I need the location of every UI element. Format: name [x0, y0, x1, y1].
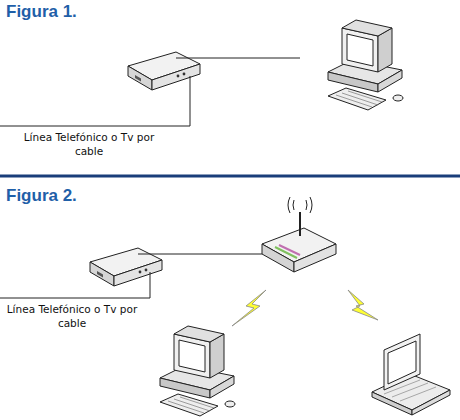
figure-title: Figura 2. — [6, 186, 77, 206]
line-label: Línea Telefónico o Tv por cable — [14, 131, 164, 158]
line-label: Línea Telefónico o Tv por cable — [2, 303, 142, 330]
figure-title: Figura 1. — [6, 2, 77, 22]
